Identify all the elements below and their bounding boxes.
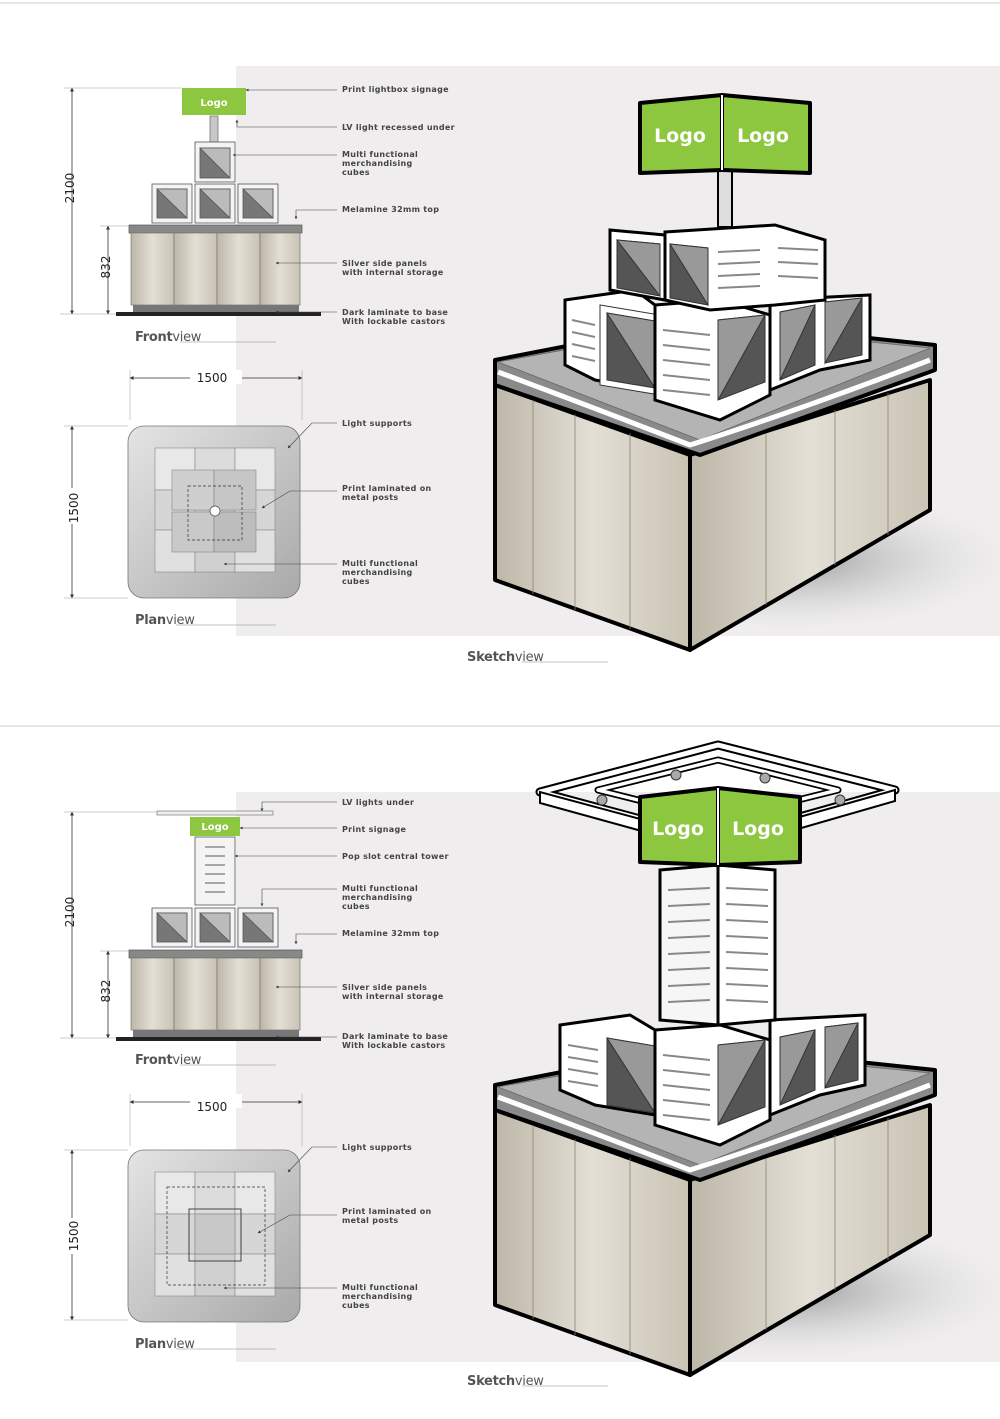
plan-post-outline [187,485,243,541]
annotation-plan-cubes-2: merchandising [342,568,413,577]
counter-top [128,949,303,959]
annotation-plan-cubes-3: cubes [342,1301,370,1310]
annotation-melamine-top: Melamine 32mm top [342,205,439,214]
counter-front-right [688,378,932,652]
plan-view: 1500 1500 [62,370,432,628]
plan-view-title: Planview [135,613,195,628]
counter-base [133,1030,299,1037]
sketch-view-title: Sketchview [467,650,544,665]
sheet-1: Logo [60,66,1000,665]
sketch-pole [717,164,733,228]
counter-dimension: 832 [99,256,113,279]
sketch-logo-right: Logo [737,125,789,147]
print-sign [190,817,240,836]
counter-panels [130,232,301,306]
plan-view-title: Planview [135,1337,195,1352]
annotation-base-1: Dark laminate to base [342,1032,448,1041]
annotation-print-laminated-2: metal posts [342,1216,398,1225]
annotation-plan-cubes-1: Multi functional [342,1283,418,1292]
sketch-view-title: Sketchview [467,1374,544,1389]
front-logo-text: Logo [201,822,228,833]
plan-light-support-outline [166,1186,266,1286]
plan-width-dimension: 1500 [197,1100,228,1114]
front-view-title: Frontview [135,1053,202,1068]
sketch-view: Logo Logo Sketchview [467,93,1000,665]
plan-cubes [154,1171,276,1297]
plan-leaders [223,1146,337,1290]
lightbox-sign [182,88,246,115]
light-support-bar [156,810,274,816]
floor-line [116,312,321,316]
front-logo-text: Logo [200,98,227,109]
annotation-light-supports: Light supports [342,419,412,428]
annotation-cubes-1: Multi functional [342,150,418,159]
annotation-print-laminated-1: Print laminated on [342,1207,432,1216]
sketch-cubes [558,1013,867,1147]
cube-stack [151,907,279,948]
plan-tower-outline [188,1208,242,1262]
front-view: Logo [60,798,449,1068]
plan-width-dimension: 1500 [197,371,228,385]
annotation-print-laminated-2: metal posts [342,493,398,502]
annotation-melamine-top: Melamine 32mm top [342,929,439,938]
annotation-lv-light: LV light recessed under [342,123,455,132]
annotation-lv-lights: LV lights under [342,798,414,807]
annotation-central-tower: Pop slot central tower [342,852,449,861]
front-leaders [234,801,337,1039]
counter-edge-highlight [497,1082,931,1173]
front-leaders [232,88,337,314]
annotation-cubes-2: merchandising [342,159,413,168]
annotation-side-panels-2: with internal storage [342,268,444,277]
plan-leaders [223,422,337,566]
height-dimension: 2100 [63,897,77,928]
front-view-title: Frontview [135,330,202,345]
annotation-base-2: With lockable castors [342,317,445,326]
sketch-logo-left: Logo [652,818,704,840]
sketch-cubes [563,223,872,422]
annotation-cubes-3: cubes [342,168,370,177]
plan-cubes [154,447,276,573]
annotation-cubes-3: cubes [342,902,370,911]
annotation-base-2: With lockable castors [342,1041,445,1050]
annotation-lightbox-signage: Print lightbox signage [342,85,449,94]
spot-lights [596,769,846,806]
annotation-side-panels-1: Silver side panels [342,259,427,268]
annotation-print-laminated-1: Print laminated on [342,484,432,493]
floor-line [116,1037,321,1041]
sign-post [209,115,219,143]
annotation-side-panels-1: Silver side panels [342,983,427,992]
counter-base [133,305,299,312]
sheet-2: Logo [60,740,1000,1389]
plan-depth-dimension: 1500 [67,1221,81,1252]
front-view: Logo [60,85,455,345]
annotation-side-panels-2: with internal storage [342,992,444,1001]
plan-view: 1500 1500 [62,1094,432,1352]
annotation-print-signage: Print signage [342,825,407,834]
counter-edge-highlight [497,357,931,448]
annotation-cubes-1: Multi functional [342,884,418,893]
annotation-plan-cubes-3: cubes [342,577,370,586]
central-tower [194,836,236,906]
height-dimension: 2100 [63,173,77,204]
annotation-light-supports: Light supports [342,1143,412,1152]
plan-depth-dimension: 1500 [67,493,81,524]
annotation-plan-cubes-1: Multi functional [342,559,418,568]
counter-front-right [688,1103,932,1377]
annotation-base-1: Dark laminate to base [342,308,448,317]
plan-center-post [209,505,221,517]
sketch-logo-right: Logo [732,818,784,840]
sketch-view: Logo Logo Sketchview [467,740,1000,1389]
counter-top [128,224,303,234]
counter-dimension: 832 [99,980,113,1003]
annotation-cubes-2: merchandising [342,893,413,902]
annotation-plan-cubes-2: merchandising [342,1292,413,1301]
cube-stack [151,141,279,224]
counter-panels [130,957,301,1031]
sketch-logo-left: Logo [654,125,706,147]
tower-slots [667,887,769,1003]
